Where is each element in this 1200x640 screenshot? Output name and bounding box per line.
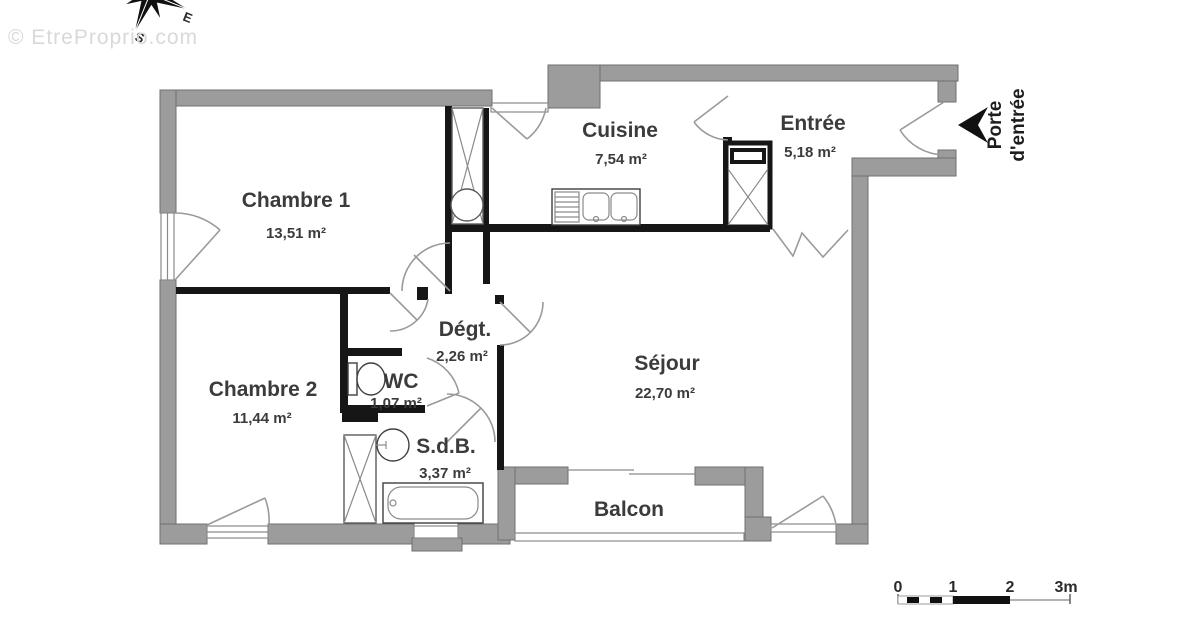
door-degt-sejour xyxy=(499,301,544,346)
room-labels: Chambre 1 13,51 m² Cuisine 7,54 m² Entré… xyxy=(209,112,846,521)
room-name-cuisine: Cuisine xyxy=(582,119,658,142)
door-main-entrance xyxy=(899,101,945,156)
walls-exterior xyxy=(159,64,959,552)
scale-tick-2: 2 xyxy=(1006,579,1015,596)
door-sejour-bottom xyxy=(771,495,837,529)
room-name-degt: Dégt. xyxy=(439,318,492,341)
entrance-label-line1: Porte xyxy=(985,101,1006,150)
window-chambre1 xyxy=(160,212,175,281)
window-cuisine-top xyxy=(490,102,549,113)
window-sejour-right xyxy=(770,523,837,533)
room-name-wc: WC xyxy=(384,370,419,393)
window-chambre2 xyxy=(206,525,269,539)
kitchen-sink xyxy=(551,188,641,226)
scale-tick-0: 0 xyxy=(894,579,903,596)
room-area-chambre2: 11,44 m² xyxy=(232,410,291,427)
window-door-chambre2 xyxy=(206,497,270,526)
closet-entree xyxy=(723,140,773,230)
room-area-degt: 2,26 m² xyxy=(436,348,488,365)
fixtures xyxy=(343,107,773,524)
room-area-sdb: 3,37 m² xyxy=(419,465,471,482)
door-sdb-degt xyxy=(446,393,496,443)
scale-bar: 0 1 2 3m xyxy=(894,579,1078,605)
door-cuisine-top xyxy=(491,107,547,140)
folding-door-entree-sejour xyxy=(772,228,849,259)
closet-chambre2 xyxy=(343,434,377,524)
room-name-chambre1: Chambre 1 xyxy=(242,189,351,212)
bathroom-sink xyxy=(375,428,410,462)
compass-rose: E S xyxy=(112,0,195,46)
water-heater xyxy=(450,188,484,222)
bathtub xyxy=(382,482,484,524)
room-name-balcon: Balcon xyxy=(594,498,664,521)
room-name-entree: Entrée xyxy=(780,112,845,135)
room-area-wc: 1,07 m² xyxy=(370,395,422,412)
room-area-entree: 5,18 m² xyxy=(784,144,836,161)
window-door-chambre1 xyxy=(174,212,221,281)
door-chambre1-degt xyxy=(401,242,451,292)
room-name-sdb: S.d.B. xyxy=(416,435,476,458)
door-wc-degt xyxy=(426,357,460,407)
room-area-cuisine: 7,54 m² xyxy=(595,151,647,168)
windows xyxy=(160,102,837,542)
closet-chambre1 xyxy=(450,107,484,225)
door-cuisine-entree xyxy=(693,95,729,141)
balcony-railing xyxy=(514,532,745,542)
scale-tick-1: 1 xyxy=(949,579,958,596)
scale-tick-3m: 3m xyxy=(1054,579,1077,596)
room-name-sejour: Séjour xyxy=(634,352,699,375)
doors xyxy=(174,95,945,529)
watermark-text: © EtreProprio.com xyxy=(8,26,198,49)
compass-east-label: E xyxy=(181,9,195,26)
entrance-arrow-icon xyxy=(958,107,988,143)
window-sdb xyxy=(413,525,459,539)
entrance-label-line2: d'entrée xyxy=(1008,88,1029,161)
room-area-sejour: 22,70 m² xyxy=(635,385,695,402)
room-name-chambre2: Chambre 2 xyxy=(209,378,318,401)
toilet xyxy=(347,362,386,396)
sliding-window-balcon xyxy=(568,469,695,475)
room-area-chambre1: 13,51 m² xyxy=(266,225,326,242)
door-chambre2-degt xyxy=(389,292,429,332)
entrance-annotation: Porte d'entrée xyxy=(958,88,1029,162)
